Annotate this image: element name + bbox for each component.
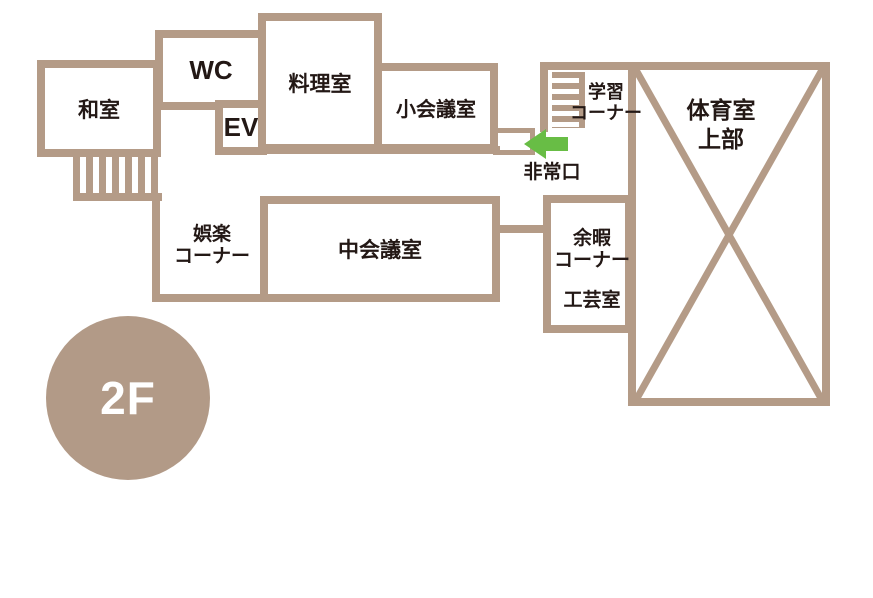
room-wc-label: WC — [189, 54, 233, 85]
room-gym-upper-label: 体育室 上部 — [686, 97, 756, 152]
room-cooking: 料理室 — [258, 13, 382, 152]
floor-badge: 2F — [46, 316, 210, 480]
wall-gakushuu-north — [540, 62, 636, 70]
room-medium-meeting: 中会議室 — [260, 196, 500, 302]
room-small-meeting-label: 小会議室 — [396, 99, 476, 121]
wall-stairs-south — [73, 193, 162, 201]
emergency-exit-label: 非常口 — [523, 162, 581, 183]
wall-gakushuu-west — [540, 62, 548, 132]
room-yoka-label: 余暇 コーナー — [553, 228, 630, 271]
stairs-icon — [552, 72, 579, 128]
room-washitsu-label: 和室 — [78, 98, 120, 122]
room-cooking-label: 料理室 — [288, 72, 352, 96]
room-wc: WC — [155, 30, 267, 110]
stairs-icon — [73, 157, 160, 193]
room-washitsu: 和室 — [37, 60, 161, 157]
wall-goraku-west — [152, 201, 160, 302]
room-goraku-label: 娯楽 コーナー — [173, 224, 250, 267]
room-kougei-label: 工芸室 — [563, 290, 621, 311]
room-yoka-kougei — [543, 195, 633, 333]
floor-badge-label: 2F — [100, 372, 156, 424]
room-ev-label: EV — [223, 112, 259, 142]
room-gakushuu-label: 学習 コーナー — [570, 82, 642, 123]
gym-cross-icon — [636, 70, 822, 400]
wall-stairs-rail — [578, 72, 585, 128]
emergency-exit-arrow-icon — [524, 129, 568, 159]
room-medium-meeting-label: 中会議室 — [338, 239, 422, 262]
room-small-meeting: 小会議室 — [374, 63, 498, 152]
wall-goraku-south — [152, 294, 268, 302]
wall-yoka-passage — [493, 225, 555, 233]
